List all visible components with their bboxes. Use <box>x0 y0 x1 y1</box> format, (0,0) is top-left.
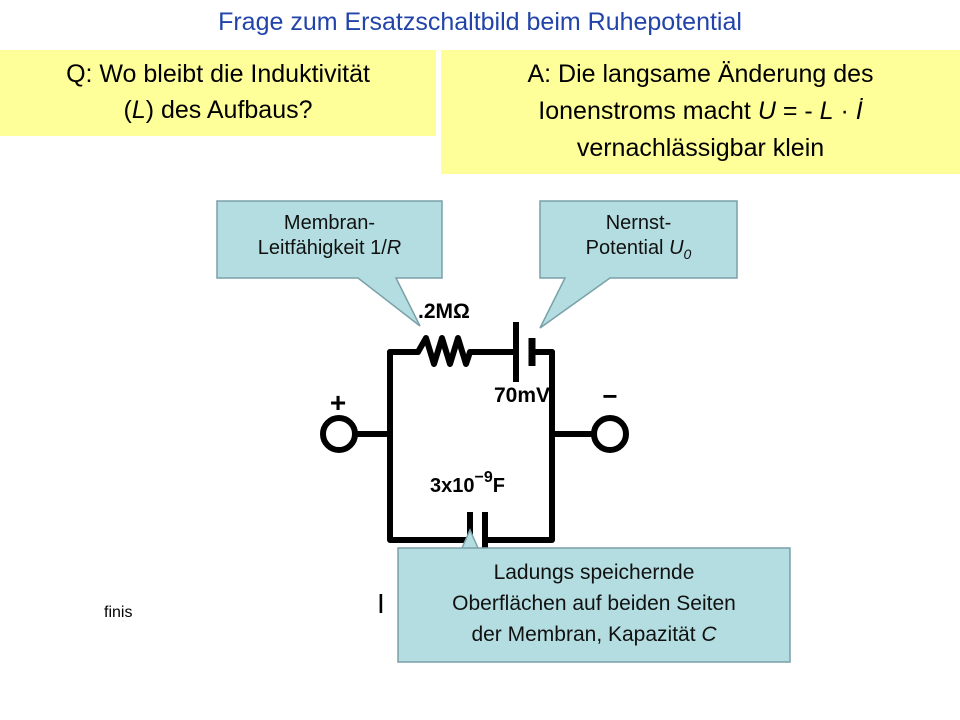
plus-terminal <box>320 415 358 453</box>
inductance-symbol: L <box>131 96 146 124</box>
question-line-1: Q: Wo bleibt die Induktivität <box>66 60 370 88</box>
battery-label: 70mV <box>494 384 550 407</box>
minus-sign: − <box>602 381 617 411</box>
answer-line-1: A: Die langsame Änderung des <box>527 60 874 88</box>
stray-character: I <box>377 588 385 619</box>
callout-nernst: Nernst- Potential U0 <box>585 212 692 262</box>
plus-sign: + <box>330 387 346 418</box>
minus-terminal <box>591 415 629 453</box>
callout-capacitance-shape <box>397 528 791 663</box>
circuit-wires <box>355 335 595 543</box>
question-line-2: (L) des Aufbaus? <box>123 96 313 124</box>
capacitor-label: 3x10−9F <box>430 469 505 497</box>
answer-box: A: Die langsame Änderung des Ionenstroms… <box>441 50 960 174</box>
answer-line-3: vernachlässigbar klein <box>576 134 825 162</box>
slide-title: Frage zum Ersatzschaltbild beim Ruhepote… <box>218 8 742 36</box>
callout-resistance-shape <box>216 200 443 327</box>
callout-nernst-shape <box>539 200 738 329</box>
resistor-zigzag <box>415 335 517 367</box>
resistor-label: .2MΩ <box>418 300 470 323</box>
finis-text: finis <box>104 604 133 621</box>
question-box: Q: Wo bleibt die Induktivität (L) des Au… <box>0 50 436 136</box>
callout-capacitance: Ladungs speichernde Oberflächen auf beid… <box>452 561 736 646</box>
answer-line-2: Ionenstroms macht U = - L · İ <box>538 97 863 125</box>
callout-resistance: Membran- Leitfähigkeit 1/R <box>257 212 402 259</box>
